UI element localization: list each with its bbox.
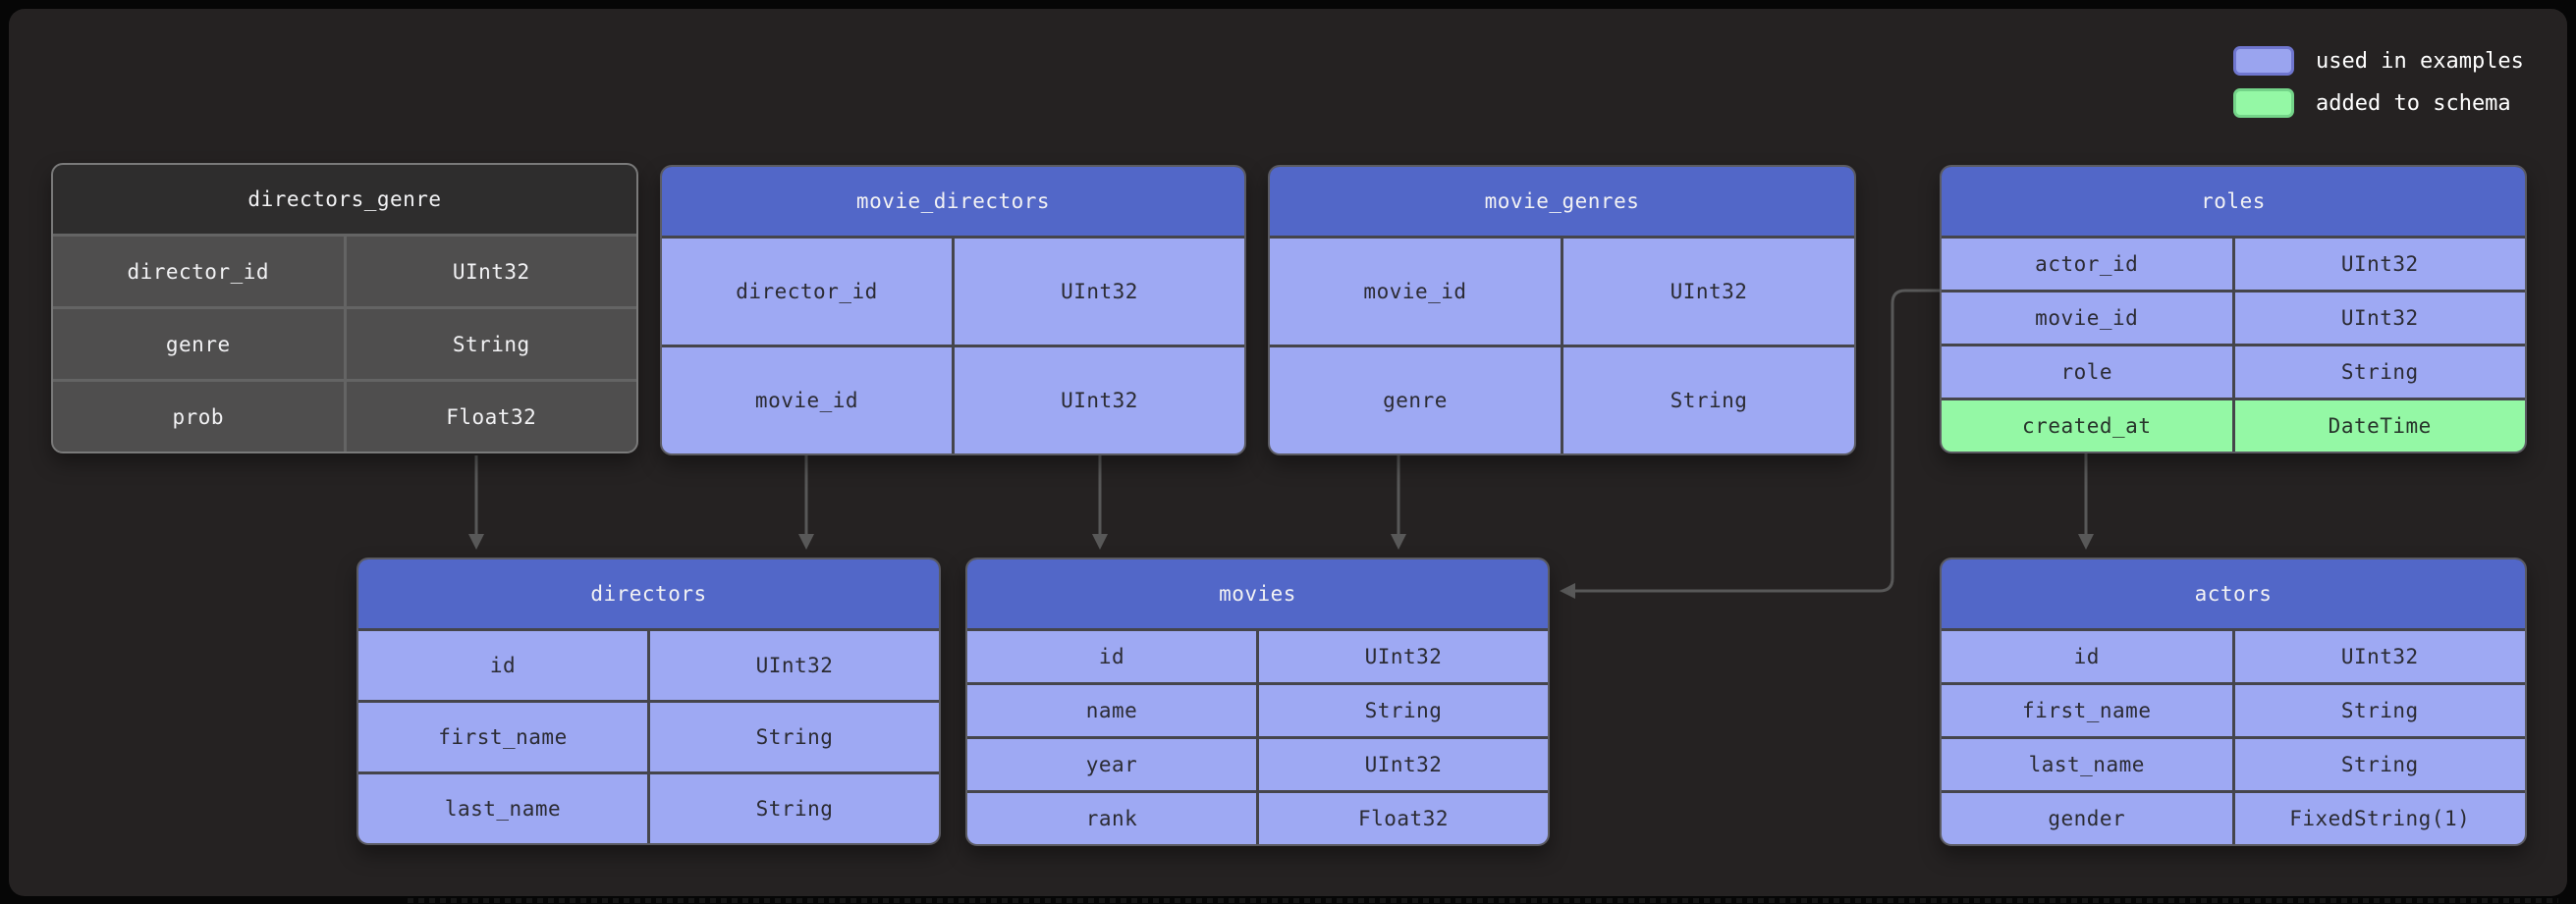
- field-type: String: [346, 309, 636, 379]
- field-type: UInt32: [1563, 239, 1854, 345]
- field-type: Float32: [346, 382, 636, 452]
- field-name: prob: [53, 382, 344, 452]
- added-to-schema-swatch: [2233, 88, 2294, 118]
- field-type: UInt32: [1259, 739, 1548, 790]
- table-title-movie_directors: movie_directors: [662, 167, 1244, 236]
- field-name: director_id: [53, 237, 344, 306]
- field-name: movie_id: [1270, 239, 1561, 345]
- field-name: created_at: [1942, 400, 2232, 452]
- field-name: first_name: [358, 703, 647, 771]
- field-type: UInt32: [1259, 631, 1548, 682]
- background-artifact: [408, 898, 2558, 903]
- field-name: movie_id: [662, 347, 952, 453]
- field-name: actor_id: [1942, 239, 2232, 290]
- legend-label: used in examples: [2316, 48, 2524, 74]
- field-type: DateTime: [2234, 400, 2525, 452]
- field-name: name: [967, 685, 1256, 736]
- legend-label: added to schema: [2316, 90, 2511, 116]
- field-name: director_id: [662, 239, 952, 345]
- table-title-directors_genre: directors_genre: [53, 165, 636, 234]
- field-name: role: [1942, 346, 2232, 398]
- field-name: gender: [1942, 793, 2232, 844]
- field-name: year: [967, 739, 1256, 790]
- field-type: UInt32: [346, 237, 636, 306]
- field-name: id: [967, 631, 1256, 682]
- field-name: rank: [967, 793, 1256, 844]
- field-type: UInt32: [2234, 631, 2525, 682]
- table-title-actors: actors: [1942, 559, 2525, 628]
- field-type: String: [2234, 739, 2525, 790]
- table-title-directors: directors: [358, 559, 939, 628]
- field-type: Float32: [1259, 793, 1548, 844]
- table-title-roles: roles: [1942, 167, 2525, 236]
- field-name: last_name: [1942, 739, 2232, 790]
- field-name: last_name: [358, 774, 647, 843]
- field-type: String: [1563, 347, 1854, 453]
- field-name: first_name: [1942, 685, 2232, 736]
- legend: used in examples added to schema: [2233, 46, 2524, 118]
- field-type: String: [2234, 685, 2525, 736]
- field-type: UInt32: [2234, 239, 2525, 290]
- field-type: UInt32: [2234, 292, 2525, 344]
- used-in-examples-swatch: [2233, 46, 2294, 76]
- field-type: UInt32: [955, 239, 1244, 345]
- table-title-movies: movies: [967, 559, 1548, 628]
- field-type: FixedString(1): [2234, 793, 2525, 844]
- field-type: String: [650, 774, 939, 843]
- legend-item-used-in-examples: used in examples: [2233, 46, 2524, 76]
- field-name: movie_id: [1942, 292, 2232, 344]
- field-type: UInt32: [650, 631, 939, 700]
- legend-item-added-to-schema: added to schema: [2233, 88, 2524, 118]
- field-type: UInt32: [955, 347, 1244, 453]
- field-name: id: [1942, 631, 2232, 682]
- field-name: id: [358, 631, 647, 700]
- field-type: String: [1259, 685, 1548, 736]
- field-type: String: [2234, 346, 2525, 398]
- field-type: String: [650, 703, 939, 771]
- field-name: genre: [53, 309, 344, 379]
- field-name: genre: [1270, 347, 1561, 453]
- table-title-movie_genres: movie_genres: [1270, 167, 1854, 236]
